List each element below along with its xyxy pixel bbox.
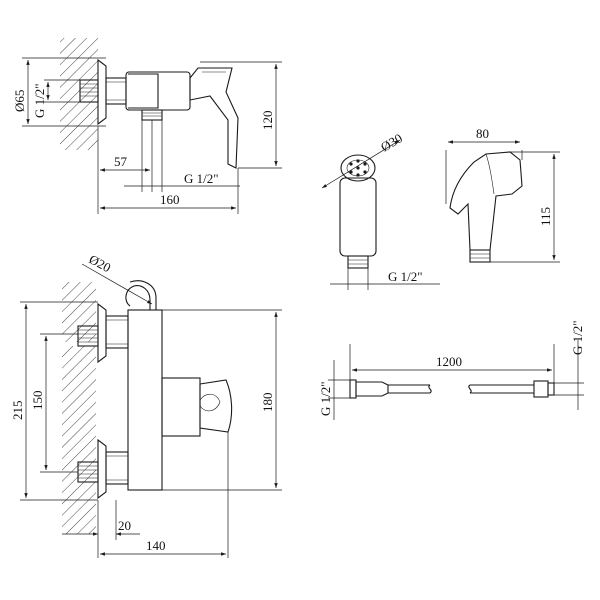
dim-head-thread: G 1/2" — [388, 269, 423, 284]
dim-width-80: 80 — [476, 126, 489, 141]
shower-hose: 1200 G 1/2" G 1/2" — [318, 320, 585, 420]
dim-centers-150: 150 — [30, 391, 45, 411]
dim-outlet-thread: G 1/2" — [184, 171, 219, 186]
dim-hose-thread-right: G 1/2" — [570, 320, 585, 355]
dim-height-215: 215 — [10, 401, 25, 421]
dim-height-120: 120 — [260, 111, 275, 131]
hand-shower-side: 80 115 — [445, 126, 560, 263]
hand-shower-front: Ø30 G 1/2" — [321, 130, 440, 290]
dim-height-180: 180 — [260, 393, 275, 413]
dim-length-160: 160 — [160, 192, 180, 207]
dim-d65: Ø65 — [12, 90, 27, 112]
dim-depth-140: 140 — [146, 538, 166, 553]
wall-hatch-bottom — [62, 346, 96, 534]
dim-offset-20: 20 — [118, 518, 131, 533]
mixer-side-view: Ø65 G 1/2" 120 57 G 1/2" 160 — [12, 38, 282, 214]
dim-d20: Ø20 — [87, 251, 114, 275]
wall-hatch — [60, 38, 98, 150]
wall-hatch-top — [62, 282, 96, 342]
dim-hose-thread-left: G 1/2" — [318, 381, 333, 416]
dim-inlet-thread: G 1/2" — [32, 83, 47, 118]
dim-hose-length: 1200 — [436, 354, 462, 369]
dim-height-115: 115 — [538, 207, 553, 226]
mixer-front-view: Ø20 215 150 180 20 140 — [10, 251, 282, 558]
dim-offset-57: 57 — [114, 154, 128, 169]
